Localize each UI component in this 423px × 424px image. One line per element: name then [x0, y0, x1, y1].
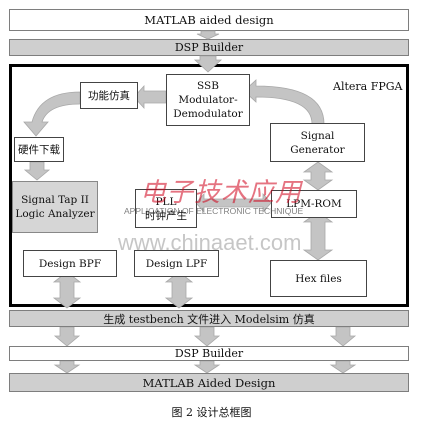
dsp-builder-top-bar: DSP Builder: [9, 39, 409, 56]
arrow-testbench-to-dsp-2: [193, 326, 221, 347]
hex-files-label: Hex files: [295, 272, 342, 285]
hex-files-box: Hex files: [270, 260, 367, 297]
matlab-aided-design-top-bar: MATLAB aided design: [9, 9, 409, 31]
ssb-line-3: Demodulator: [173, 108, 243, 120]
lpm-rom-box: LPM-ROM: [271, 190, 357, 218]
testbench-modelsim-label: 生成 testbench 文件进入 Modelsim 仿真: [103, 312, 315, 326]
arrow-hex-lpm: [302, 211, 334, 261]
arrow-testbench-to-dsp-3: [329, 326, 357, 347]
arrow-lpm-siggen: [302, 161, 334, 191]
arrow-dsp-to-ssb: [193, 55, 223, 73]
arrow-dsp-to-matlab-1: [53, 360, 81, 374]
pll-line-2: 时钟产生: [145, 209, 187, 222]
arrow-top-down-1: [196, 30, 220, 40]
arrow-dsp-to-matlab-3: [329, 360, 357, 374]
signal-tap-logic-analyzer-box: Signal Tap II Logic Analyzer: [12, 181, 98, 233]
ssb-line-2: Modulator-: [178, 94, 238, 106]
altera-fpga-title: Altera FPGA: [333, 80, 403, 93]
arrow-pll-lpm: [195, 192, 272, 214]
arrow-ssb-to-funcsim: [133, 84, 167, 110]
hardware-download-label: 硬件下载: [18, 143, 60, 156]
signal-tap-line-2: Logic Analyzer: [15, 208, 95, 220]
ssb-modulator-demodulator-box: SSB Modulator- Demodulator: [166, 74, 250, 126]
matlab-aided-design-bottom-bar: MATLAB Aided Design: [9, 373, 409, 392]
arrow-siggen-to-ssb: [243, 79, 325, 125]
signal-generator-line-2: Generator: [290, 143, 345, 156]
matlab-aided-design-bottom-label: MATLAB Aided Design: [142, 375, 276, 390]
arrow-hwdl-to-signaltap: [23, 161, 51, 181]
design-bpf-box: Design BPF: [23, 250, 117, 277]
arrow-bpf-testbench: [52, 271, 82, 309]
arrow-funcsim-to-hwdl: [23, 91, 81, 137]
functional-simulation-label: 功能仿真: [88, 89, 130, 102]
functional-simulation-box: 功能仿真: [80, 82, 138, 109]
signal-generator-box: Signal Generator: [270, 123, 365, 162]
dsp-builder-top-label: DSP Builder: [174, 41, 244, 54]
signal-generator-line-1: Signal: [300, 129, 335, 142]
arrow-lpf-testbench: [164, 271, 194, 309]
arrow-dsp-to-matlab-2: [193, 360, 221, 374]
design-bpf-label: Design BPF: [38, 257, 102, 270]
design-lpf-box: Design LPF: [134, 250, 219, 277]
matlab-aided-design-top-label: MATLAB aided design: [144, 13, 274, 27]
arrow-testbench-to-dsp-1: [53, 326, 81, 347]
testbench-modelsim-bar: 生成 testbench 文件进入 Modelsim 仿真: [9, 310, 409, 327]
lpm-rom-label: LPM-ROM: [286, 198, 342, 210]
ssb-line-1: SSB: [197, 80, 219, 92]
pll-line-1: PLL: [155, 195, 177, 208]
dsp-builder-bottom-bar: DSP Builder: [9, 346, 409, 361]
figure-caption: 图 2 设计总框图: [171, 406, 252, 419]
pll-clock-box: PLL 时钟产生: [135, 189, 197, 228]
hardware-download-box: 硬件下载: [14, 137, 64, 162]
dsp-builder-bottom-label: DSP Builder: [174, 347, 244, 360]
design-lpf-label: Design LPF: [145, 257, 208, 270]
signal-tap-line-1: Signal Tap II: [21, 194, 89, 206]
